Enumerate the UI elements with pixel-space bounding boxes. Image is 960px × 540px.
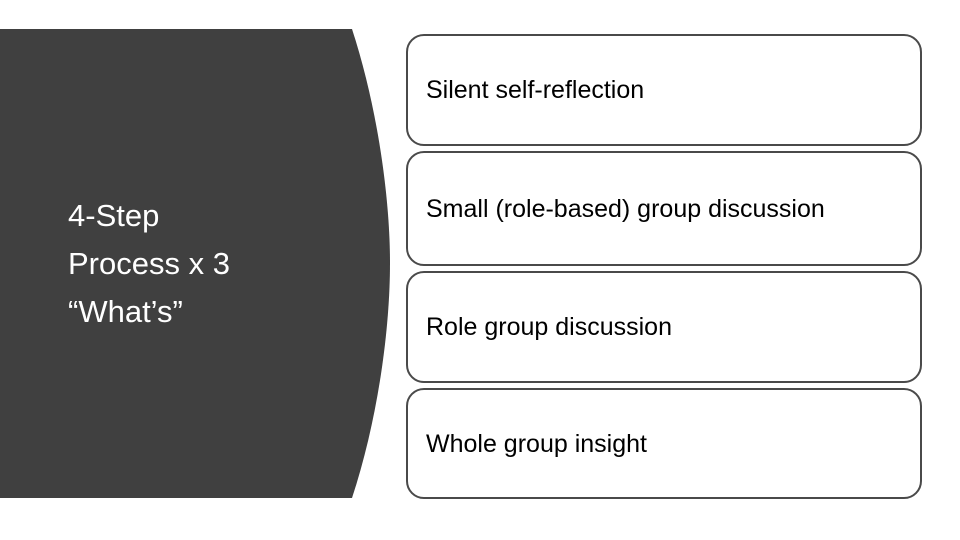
process-step-box[interactable]: Silent self-reflection <box>406 34 922 146</box>
process-step-box[interactable]: Role group discussion <box>406 271 922 383</box>
process-step-label: Whole group insight <box>426 429 647 458</box>
process-step-label: Small (role-based) group discussion <box>426 194 825 223</box>
process-step-label: Role group discussion <box>426 313 672 341</box>
process-step-box[interactable]: Small (role-based) group discussion <box>406 151 922 266</box>
left-curved-panel <box>0 29 390 498</box>
process-step-box[interactable]: Whole group insight <box>406 388 922 499</box>
panel-title: 4-Step Process x 3 “What’s” <box>68 198 230 329</box>
process-step-label: Silent self-reflection <box>426 76 645 104</box>
